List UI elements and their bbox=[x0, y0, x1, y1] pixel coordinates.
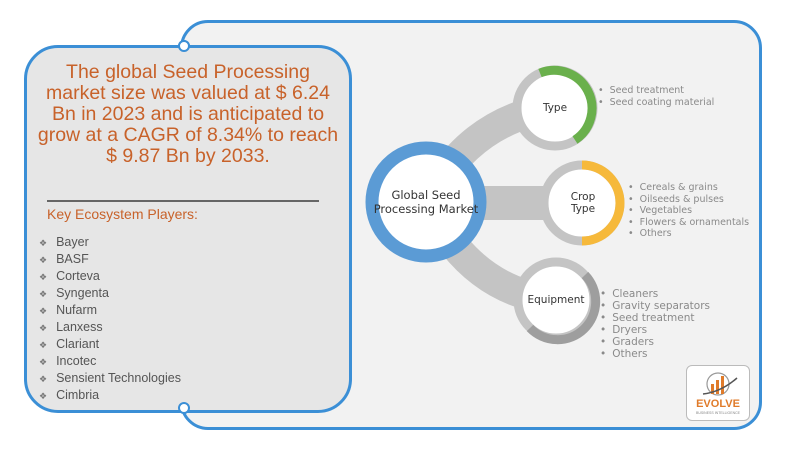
list-item: Seed coating material bbox=[598, 97, 715, 109]
logo-name: EVOLVE bbox=[696, 398, 740, 410]
market-headline: The global Seed Processing market size w… bbox=[37, 61, 339, 167]
list-item: Seed treatment bbox=[598, 85, 714, 97]
equipment-items: Cleaners Gravity separators Seed treatme… bbox=[600, 288, 710, 360]
chart-growth-icon bbox=[702, 372, 738, 396]
list-item: Seed treatment bbox=[600, 312, 710, 324]
list-item: Others bbox=[628, 228, 749, 240]
segment-equipment-label: Equipment bbox=[527, 294, 585, 306]
divider bbox=[47, 200, 319, 202]
player-item: Syngenta bbox=[39, 285, 181, 302]
center-label: Global Seed Processing Market bbox=[373, 188, 479, 216]
list-item: Cleaners bbox=[600, 288, 710, 300]
list-item: Flowers & ornamentals bbox=[628, 217, 749, 229]
player-item: Nufarm bbox=[39, 302, 181, 319]
player-item: BASF bbox=[39, 251, 181, 268]
list-item: Gravity separators bbox=[600, 300, 710, 312]
connector-node-bottom bbox=[178, 402, 190, 414]
player-item: Corteva bbox=[39, 268, 181, 285]
players-title: Key Ecosystem Players: bbox=[47, 206, 198, 222]
evolve-logo: EVOLVE BUSINESS INTELLIGENCE bbox=[686, 365, 750, 421]
player-item: Bayer bbox=[39, 234, 181, 251]
player-item: Clariant bbox=[39, 336, 181, 353]
center-ring bbox=[365, 141, 487, 263]
connector-node-top bbox=[178, 40, 190, 52]
player-item: Lanxess bbox=[39, 319, 181, 336]
crop-ring-accent bbox=[581, 160, 625, 246]
logo-tagline: BUSINESS INTELLIGENCE bbox=[696, 411, 740, 415]
player-item: Sensient Technologies bbox=[39, 370, 181, 387]
player-item: Incotec bbox=[39, 353, 181, 370]
list-item: Graders bbox=[600, 336, 710, 348]
summary-card: The global Seed Processing market size w… bbox=[24, 45, 352, 413]
type-items: Seed treatment Seed coating material bbox=[598, 85, 715, 109]
crop-items: Cereals & grains Oilseeds & pulses Veget… bbox=[628, 182, 749, 240]
players-list: Bayer BASF Corteva Syngenta Nufarm Lanxe… bbox=[39, 234, 181, 404]
list-item: Others bbox=[600, 348, 710, 360]
list-item: Dryers bbox=[600, 324, 710, 336]
list-item: Oilseeds & pulses bbox=[628, 194, 749, 206]
segment-crop-label: Crop Type bbox=[570, 191, 596, 215]
list-item: Vegetables bbox=[628, 205, 749, 217]
list-item: Cereals & grains bbox=[628, 182, 749, 194]
type-ring-accent bbox=[538, 65, 597, 144]
segment-type-label: Type bbox=[542, 102, 568, 114]
equipment-ring-accent bbox=[526, 271, 601, 345]
player-item: Cimbria bbox=[39, 387, 181, 404]
